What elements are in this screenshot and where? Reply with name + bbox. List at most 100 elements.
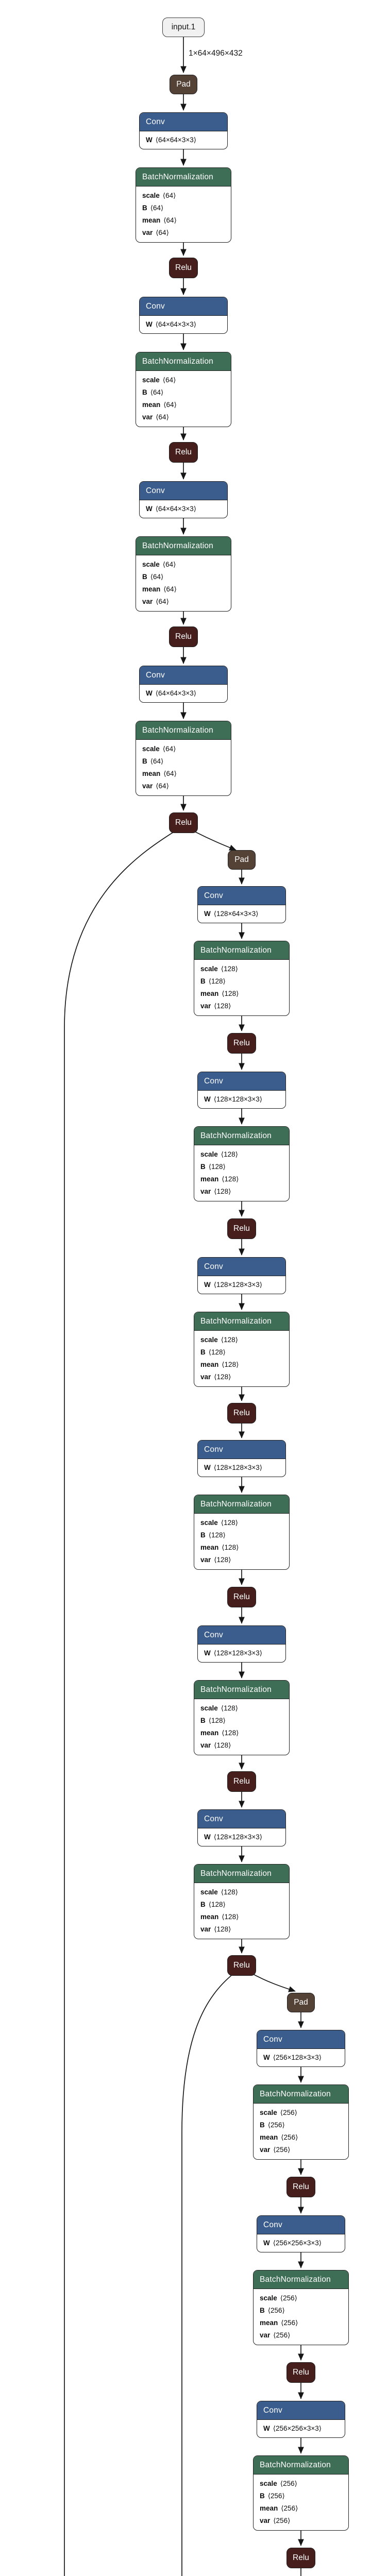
param-row: scale⟨128⟩ xyxy=(200,1336,238,1344)
param-row: var⟨128⟩ xyxy=(200,1188,231,1195)
node-title: Conv xyxy=(140,666,227,685)
param-row: B⟨64⟩ xyxy=(142,388,164,396)
node-pad[interactable]: Pad xyxy=(170,75,197,94)
node-relu[interactable]: Relu xyxy=(169,442,198,463)
edge-arrow xyxy=(181,1973,234,2576)
node-relu[interactable]: Relu xyxy=(286,2548,315,2568)
param-row: W⟨128×64×3×3⟩ xyxy=(204,910,259,918)
node-relu[interactable]: Relu xyxy=(286,2362,315,2383)
param-row: var⟨64⟩ xyxy=(142,782,169,790)
node-params: W⟨64×64×3×3⟩ xyxy=(140,316,227,333)
node-title: Conv xyxy=(140,113,227,131)
param-row: var⟨128⟩ xyxy=(200,1002,231,1010)
param-row: scale⟨64⟩ xyxy=(142,561,176,568)
node-title: Conv xyxy=(198,1440,285,1459)
param-row: mean⟨128⟩ xyxy=(200,990,239,997)
node-relu[interactable]: Relu xyxy=(169,258,198,278)
node-relu[interactable]: Relu xyxy=(227,1033,256,1054)
param-row: W⟨128×128×3×3⟩ xyxy=(204,1095,262,1103)
node-relu[interactable]: Relu xyxy=(227,1587,256,1607)
param-row: scale⟨128⟩ xyxy=(200,1704,238,1712)
param-row: scale⟨256⟩ xyxy=(260,2294,297,2302)
node-params: scale⟨128⟩B⟨128⟩mean⟨128⟩var⟨128⟩ xyxy=(194,960,289,1015)
node-params: W⟨128×128×3×3⟩ xyxy=(198,1459,285,1477)
node-title: BatchNormalization xyxy=(136,168,231,187)
node-params: W⟨256×256×3×3⟩ xyxy=(257,2420,345,2437)
node-pad[interactable]: Pad xyxy=(228,850,256,870)
node-title: Conv xyxy=(198,1072,285,1091)
param-row: mean⟨128⟩ xyxy=(200,1544,239,1551)
param-row: var⟨64⟩ xyxy=(142,229,169,236)
param-row: var⟨128⟩ xyxy=(200,1925,231,1933)
param-row: mean⟨256⟩ xyxy=(260,2133,298,2141)
param-row: B⟨64⟩ xyxy=(142,757,164,765)
node-title: BatchNormalization xyxy=(136,352,231,371)
node-params: scale⟨64⟩ B⟨64⟩ mean⟨64⟩ var⟨64⟩ xyxy=(136,187,231,242)
node-params: scale⟨256⟩B⟨256⟩mean⟨256⟩var⟨256⟩ xyxy=(254,2104,348,2159)
node-pad[interactable]: Pad xyxy=(287,1993,315,2012)
param-row: W⟨64×64×3×3⟩ xyxy=(146,505,196,513)
param-row: B⟨64⟩ xyxy=(142,204,164,212)
node-relu[interactable]: Relu xyxy=(227,1218,256,1239)
node-title: BatchNormalization xyxy=(136,721,231,740)
param-row: scale⟨128⟩ xyxy=(200,965,238,973)
node-input[interactable]: input.1 xyxy=(162,18,205,37)
param-row: scale⟨64⟩ xyxy=(142,192,176,199)
node-relu[interactable]: Relu xyxy=(227,1771,256,1792)
param-row: mean⟨128⟩ xyxy=(200,1175,239,1183)
node-relu[interactable]: Relu xyxy=(169,626,198,647)
node-batchnormalization[interactable]: BatchNormalization scale⟨64⟩ B⟨64⟩ mean⟨64⟩… xyxy=(136,167,231,243)
node-params: scale⟨128⟩B⟨128⟩mean⟨128⟩var⟨128⟩ xyxy=(194,1145,289,1201)
param-row: mean⟨64⟩ xyxy=(142,216,177,224)
param-row: mean⟨64⟩ xyxy=(142,585,177,593)
node-title: Conv xyxy=(198,887,285,905)
param-row: B⟨128⟩ xyxy=(200,1163,226,1171)
node-title: BatchNormalization xyxy=(194,1495,289,1514)
node-relu[interactable]: Relu xyxy=(227,1403,256,1423)
param-row: mean⟨128⟩ xyxy=(200,1729,239,1737)
param-row: var⟨128⟩ xyxy=(200,1556,231,1564)
param-row: var⟨256⟩ xyxy=(260,2146,291,2154)
node-relu[interactable]: Relu xyxy=(227,1955,256,1976)
param-row: scale⟨256⟩ xyxy=(260,2480,297,2487)
param-row: W⟨128×128×3×3⟩ xyxy=(204,1649,262,1657)
node-params: W⟨256×128×3×3⟩ xyxy=(257,2049,345,2066)
node-title: Conv xyxy=(257,2216,345,2234)
node-params: W⟨64×64×3×3⟩ xyxy=(140,685,227,702)
param-row: W⟨64×64×3×3⟩ xyxy=(146,136,196,144)
node-relu[interactable]: Relu xyxy=(286,2177,315,2197)
node-params: scale⟨128⟩B⟨128⟩mean⟨128⟩var⟨128⟩ xyxy=(194,1883,289,1939)
node-params: scale⟨128⟩B⟨128⟩mean⟨128⟩var⟨128⟩ xyxy=(194,1331,289,1386)
node-relu[interactable]: Relu xyxy=(169,812,198,833)
node-title: Conv xyxy=(198,1626,285,1645)
param-row: mean⟨128⟩ xyxy=(200,1913,239,1921)
node-params: W⟨256×256×3×3⟩ xyxy=(257,2234,345,2252)
param-row: var⟨128⟩ xyxy=(200,1741,231,1749)
param-row: scale⟨128⟩ xyxy=(200,1888,238,1896)
